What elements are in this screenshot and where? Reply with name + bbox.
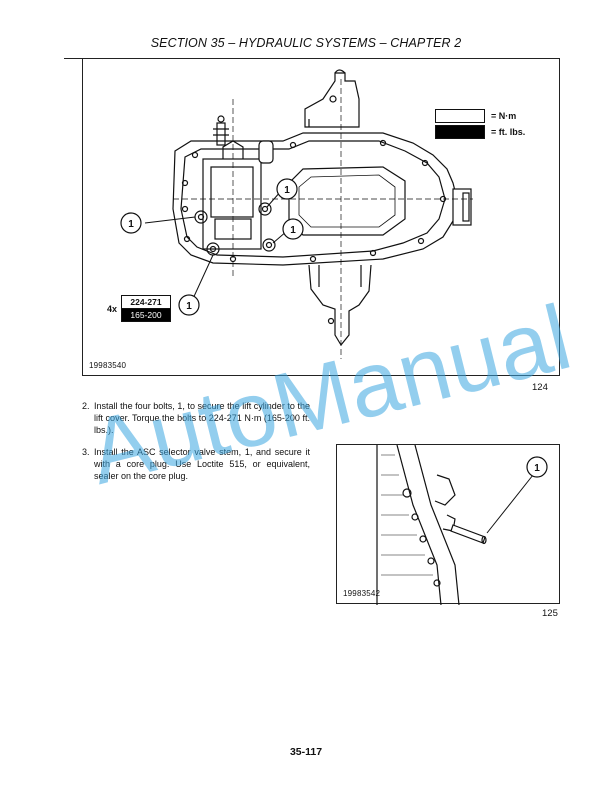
figure-number: 125 xyxy=(542,608,558,619)
ft-lbs-swatch xyxy=(435,125,485,139)
step-text: Install the four bolts, 1, to secure the… xyxy=(94,401,310,436)
page-header: SECTION 35 – HYDRAULIC SYSTEMS – CHAPTER… xyxy=(64,34,548,59)
callout-1-middle: 1 xyxy=(290,225,296,236)
figure-124: 1 1 1 1 = N·m = ft. lbs. 4x 224-271 165-… xyxy=(82,58,560,376)
figure-id: 19983540 xyxy=(89,361,127,370)
torque-value-box: 224-271 165-200 xyxy=(121,295,172,322)
torque-nm-value: 224-271 xyxy=(122,296,171,309)
valve-stem-drawing: 1 xyxy=(376,445,548,605)
step-item: 2. Install the four bolts, 1, to secure … xyxy=(82,400,310,437)
figure-125: 1 19983542 xyxy=(336,444,560,605)
callout-1-fig2: 1 xyxy=(534,463,540,474)
section-title: SECTION 35 – HYDRAULIC SYSTEMS – CHAPTER… xyxy=(150,36,462,50)
step-text: Install the ASC selector valve stem, 1, … xyxy=(94,446,310,482)
torque-legend: = N·m = ft. lbs. xyxy=(435,109,525,139)
step-item: 3. Install the ASC selector valve stem, … xyxy=(82,446,310,483)
legend-ft-label: = ft. lbs. xyxy=(491,127,526,137)
legend-nm-label: = N·m xyxy=(491,111,517,121)
instruction-steps: 2. Install the four bolts, 1, to secure … xyxy=(82,400,310,491)
page-number: 35-117 xyxy=(289,746,323,758)
lift-cover-drawing: 1 1 1 1 xyxy=(120,69,473,359)
callout-1-lower: 1 xyxy=(186,301,192,312)
step-number: 3. xyxy=(82,446,90,457)
callout-1-upper: 1 xyxy=(284,185,290,196)
step-number: 2. xyxy=(82,401,90,411)
torque-quantity: 4x xyxy=(107,303,118,314)
torque-ft-value: 165-200 xyxy=(122,309,171,321)
torque-spec: 4x 224-271 165-200 xyxy=(107,295,172,322)
figure-id: 19983542 xyxy=(343,589,381,598)
callout-1-left: 1 xyxy=(128,219,134,230)
figure-number: 124 xyxy=(532,382,548,393)
nm-swatch xyxy=(435,109,485,123)
